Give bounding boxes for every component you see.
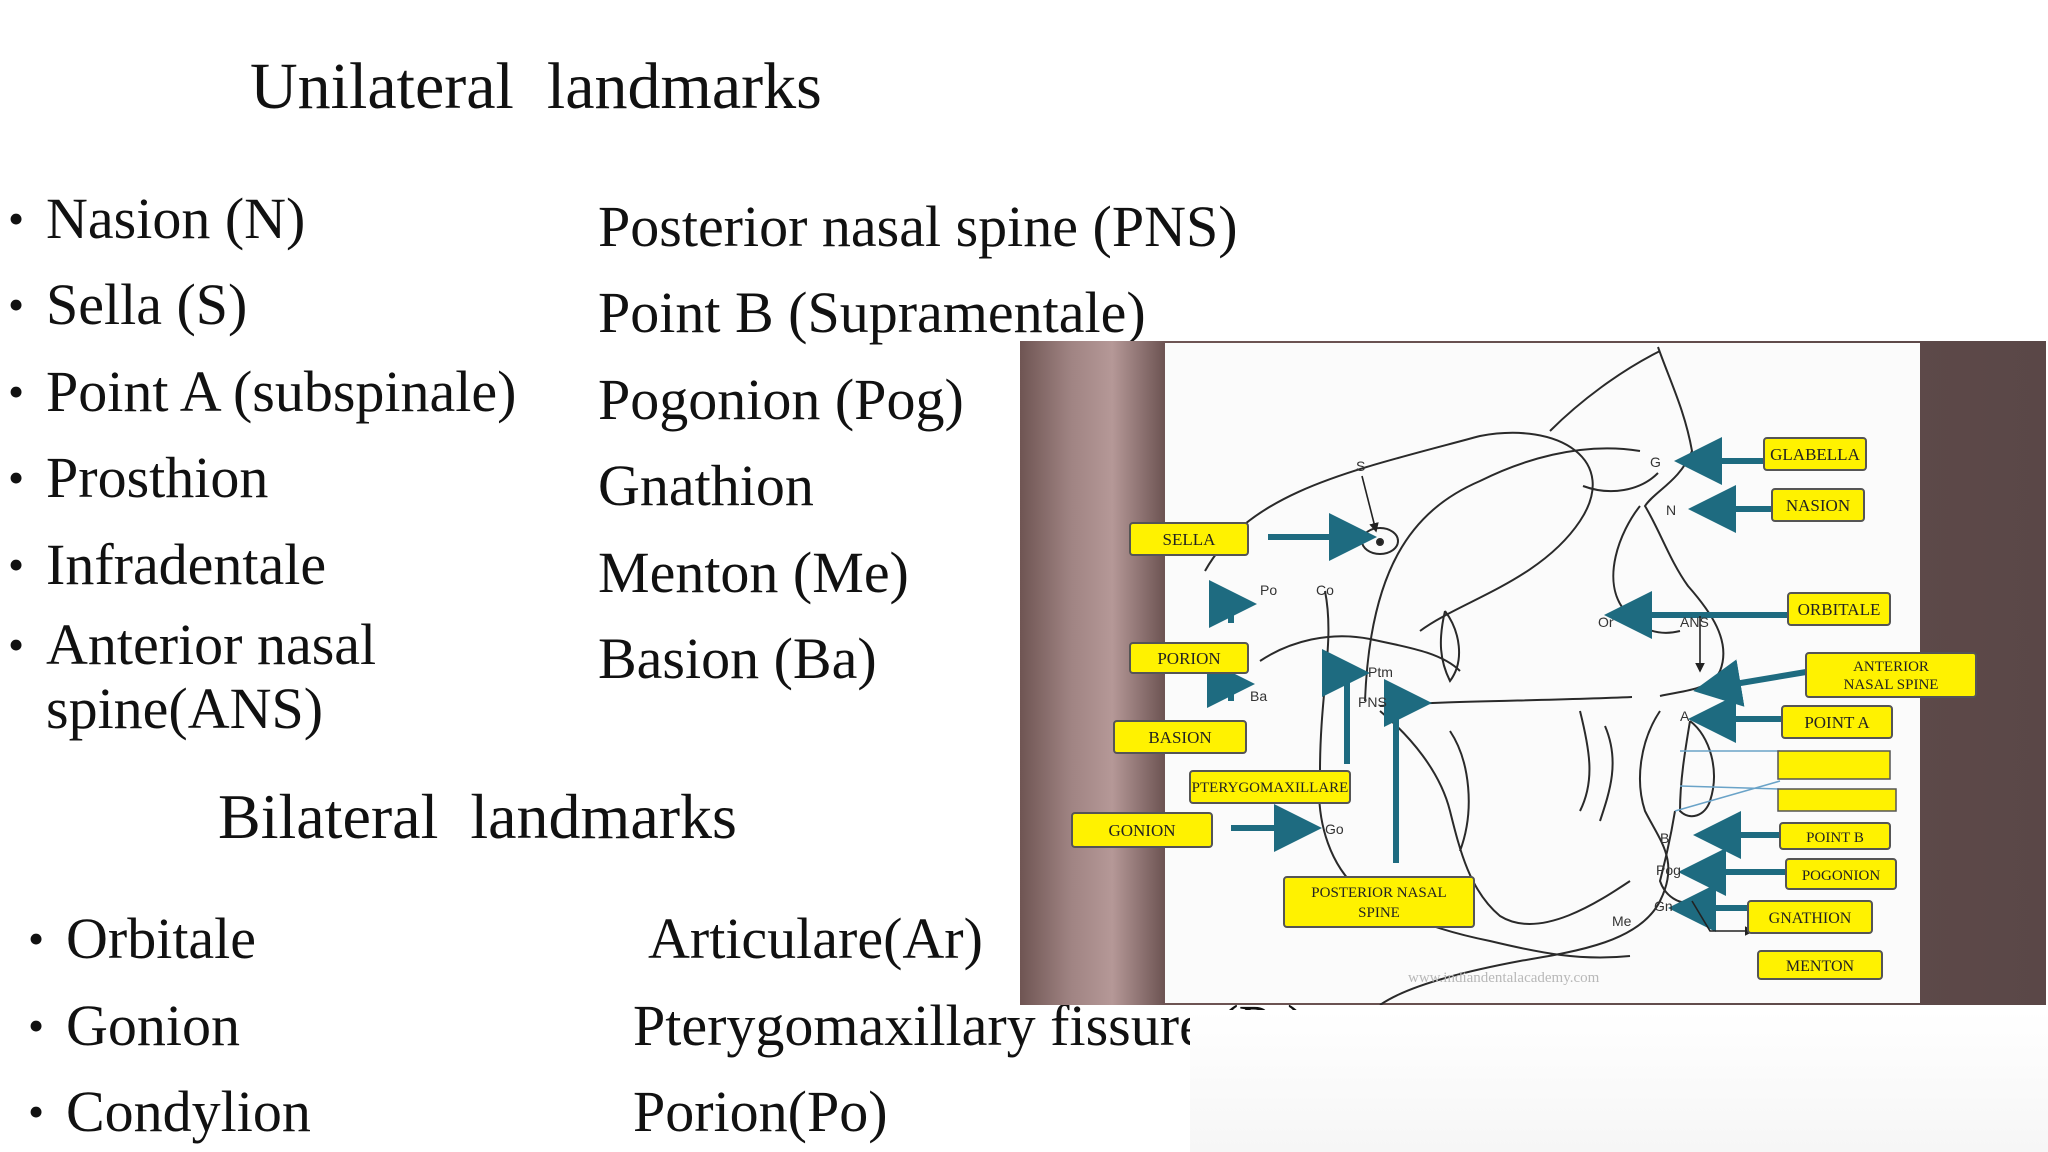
pointer-arrows <box>1207 437 1813 932</box>
label-point-b: POINT B <box>1779 822 1891 850</box>
svg-text:POINT A: POINT A <box>1804 713 1870 732</box>
svg-text:PORION: PORION <box>1157 649 1220 668</box>
list-item-articulare: Articulare(Ar) <box>648 906 983 971</box>
svg-text:GONION: GONION <box>1108 821 1175 840</box>
list-item-pogonion: Pogonion (Pog) <box>598 367 964 432</box>
svg-text:BASION: BASION <box>1148 728 1211 747</box>
list-item-point-b: Point B (Supramentale) <box>598 280 1146 345</box>
bullet: • <box>8 539 25 590</box>
unilateral-heading: Unilateral landmarks <box>250 50 822 123</box>
label-anterior-nasal-spine: ANTERIOR NASAL SPINE <box>1805 652 1977 698</box>
label-orbitale: ORBITALE <box>1787 592 1891 626</box>
list-item-menton: Menton (Me) <box>598 540 909 605</box>
svg-text:NASAL SPINE: NASAL SPINE <box>1844 677 1939 693</box>
svg-text:MENTON: MENTON <box>1786 958 1855 975</box>
svg-text:NASION: NASION <box>1786 496 1850 515</box>
svg-text:POSTERIOR NASAL: POSTERIOR NASAL <box>1311 885 1446 901</box>
point-ans: ANS <box>1680 614 1709 630</box>
svg-text:POGONION: POGONION <box>1802 868 1881 884</box>
svg-text:SELLA: SELLA <box>1163 530 1217 549</box>
list-item-gnathion: Gnathion <box>598 453 814 518</box>
watermark: www.indiandentalacademy.com <box>1408 970 1600 986</box>
bilateral-heading: Bilateral landmarks <box>218 781 737 852</box>
point-or: Or <box>1598 614 1614 630</box>
svg-text:POINT B: POINT B <box>1806 830 1864 846</box>
label-basion: BASION <box>1113 720 1247 754</box>
point-b: B <box>1660 830 1669 846</box>
svg-text:GNATHION: GNATHION <box>1769 910 1852 927</box>
list-item-point-a: • Point A (subspinale) <box>8 359 517 424</box>
point-me: Me <box>1612 913 1632 929</box>
bullet: • <box>8 193 25 244</box>
svg-text:SPINE: SPINE <box>1358 905 1400 921</box>
guide-lines <box>1674 750 1781 812</box>
list-item-condylion: • Condylion <box>28 1079 311 1144</box>
label-menton: MENTON <box>1757 950 1883 980</box>
list-item-ans-continued: spine(ANS) <box>46 676 324 741</box>
list-item-prosthion: • Prosthion <box>8 445 269 510</box>
label-pogonion: POGONION <box>1785 858 1897 890</box>
point-s: S <box>1356 458 1365 474</box>
point-gn: Gn <box>1654 898 1673 914</box>
label-gnathion: GNATHION <box>1747 900 1873 934</box>
list-item-sella: • Sella (S) <box>8 272 248 337</box>
label-boxes: GLABELLA NASION SELLA ORBITALE PORION AN… <box>1071 437 1977 980</box>
point-ptm: Ptm <box>1368 664 1393 680</box>
point-n: N <box>1666 502 1676 518</box>
bullet: • <box>8 452 25 503</box>
bullet: • <box>8 619 25 670</box>
label-point-a: POINT A <box>1781 705 1893 739</box>
bullet: • <box>28 1086 45 1137</box>
cephalometric-landmarks-figure: S G N Po Co Or ANS Ba Ptm PNS A Go B Pog… <box>1020 341 2046 1005</box>
bullet: • <box>8 366 25 417</box>
svg-text:PTERYGOMAXILLARE: PTERYGOMAXILLARE <box>1192 780 1349 796</box>
point-co: Co <box>1316 582 1334 598</box>
svg-text:ANTERIOR: ANTERIOR <box>1853 659 1929 675</box>
list-item-infradentale: • Infradentale <box>8 532 327 597</box>
list-item-pns: Posterior nasal spine (PNS) <box>598 194 1238 259</box>
point-pns: PNS <box>1358 694 1387 710</box>
label-pterygomaxillare: PTERYGOMAXILLARE <box>1189 770 1351 804</box>
list-item-basion: Basion (Ba) <box>598 626 877 691</box>
svg-text:GLABELLA: GLABELLA <box>1770 445 1860 464</box>
point-po: Po <box>1260 582 1277 598</box>
list-item-gonion: • Gonion <box>28 993 240 1058</box>
list-item-porion: Porion(Po) <box>633 1079 888 1144</box>
bullet: • <box>8 279 25 330</box>
label-glabella: GLABELLA <box>1763 437 1867 471</box>
label-porion: PORION <box>1129 642 1249 674</box>
list-item-ans: • Anterior nasal <box>8 612 377 677</box>
point-a: A <box>1680 708 1690 724</box>
point-ba: Ba <box>1250 688 1267 704</box>
background-shade <box>1190 1010 2048 1152</box>
list-item-orbitale: • Orbitale <box>28 906 257 971</box>
bullet: • <box>28 1000 45 1051</box>
label-nasion: NASION <box>1771 488 1865 522</box>
label-posterior-nasal-spine: POSTERIOR NASAL SPINE <box>1283 876 1475 928</box>
bullet: • <box>28 913 45 964</box>
label-gonion: GONION <box>1071 812 1213 848</box>
list-item-nasion: • Nasion (N) <box>8 186 306 251</box>
svg-text:ORBITALE: ORBITALE <box>1798 600 1881 619</box>
point-go: Go <box>1325 821 1344 837</box>
label-sella: SELLA <box>1129 522 1249 556</box>
label-empty-2 <box>1777 788 1897 812</box>
point-letters: S G N Po Co Or ANS Ba Ptm PNS A Go B Pog… <box>1250 454 1709 929</box>
point-pog: Pog <box>1656 862 1681 878</box>
label-empty-1 <box>1777 750 1891 780</box>
point-g: G <box>1650 454 1661 470</box>
